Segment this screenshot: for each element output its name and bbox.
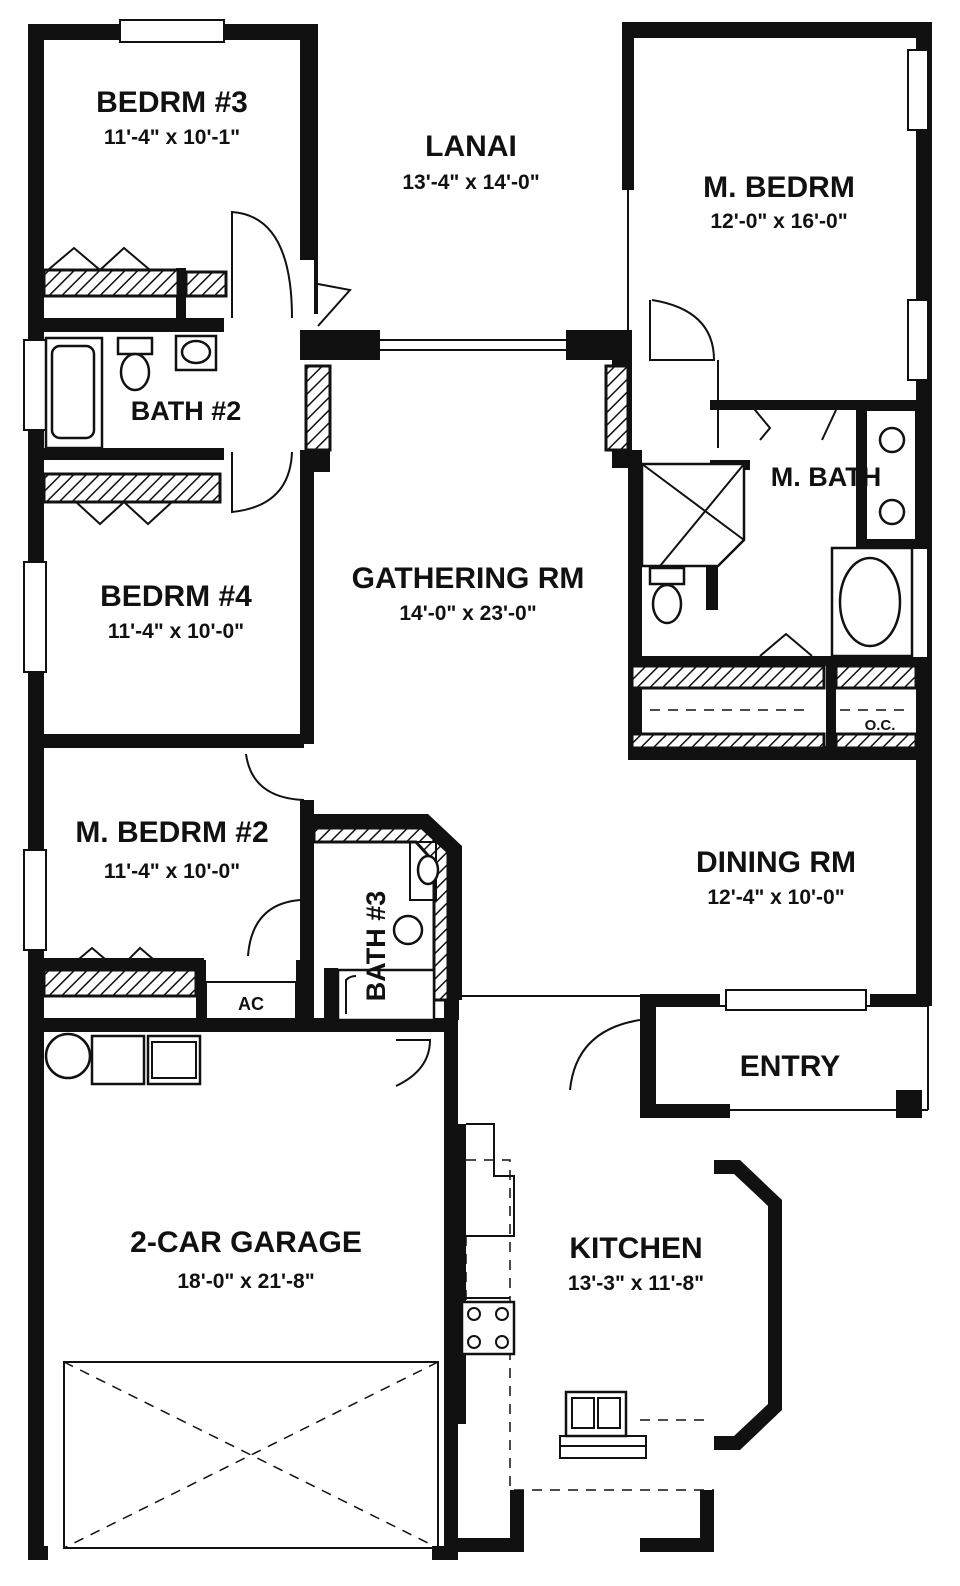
ac-label: AC [238, 994, 264, 1014]
lanai-dims: 13'-4" x 14'-0" [402, 171, 539, 194]
mbath-name: M. BATH [771, 462, 881, 492]
kitchen-name: KITCHEN [569, 1232, 702, 1265]
entry-name: ENTRY [740, 1050, 841, 1083]
mbedrm-dims: 12'-0" x 16'-0" [710, 210, 847, 233]
bath2-name: BATH #2 [131, 396, 242, 426]
bedrm3-dims: 11'-4" x 10'-1" [104, 126, 240, 149]
kitchen-dims: 13'-3" x 11'-8" [568, 1272, 704, 1295]
garage-dims: 18'-0" x 21'-8" [177, 1270, 314, 1293]
interior-walls [44, 22, 920, 1424]
lanai-name: LANAI [425, 130, 517, 163]
mbedrm2-dims: 11'-4" x 10'-0" [104, 860, 240, 883]
oc-label: O.C. [865, 717, 896, 734]
mbedrm-name: M. BEDRM [703, 171, 855, 204]
bedrm3-name: BEDRM #3 [96, 86, 248, 119]
bedrm4-dims: 11'-4" x 10'-0" [108, 620, 244, 643]
fixtures [44, 334, 917, 1549]
bath3-name: BATH #3 [361, 891, 391, 1002]
mbedrm2-name: M. BEDRM #2 [75, 816, 268, 849]
bedrm4-name: BEDRM #4 [100, 580, 252, 613]
garage-name: 2-CAR GARAGE [130, 1226, 362, 1259]
dining-name: DINING RM [696, 846, 856, 879]
gathering-dims: 14'-0" x 23'-0" [399, 602, 536, 625]
room-labels: BEDRM #3 11'-4" x 10'-1" LANAI 13'-4" x … [75, 86, 895, 1295]
windows [23, 19, 929, 1459]
dining-dims: 12'-4" x 10'-0" [707, 886, 844, 909]
gathering-name: GATHERING RM [352, 562, 585, 595]
doors [231, 210, 837, 1091]
